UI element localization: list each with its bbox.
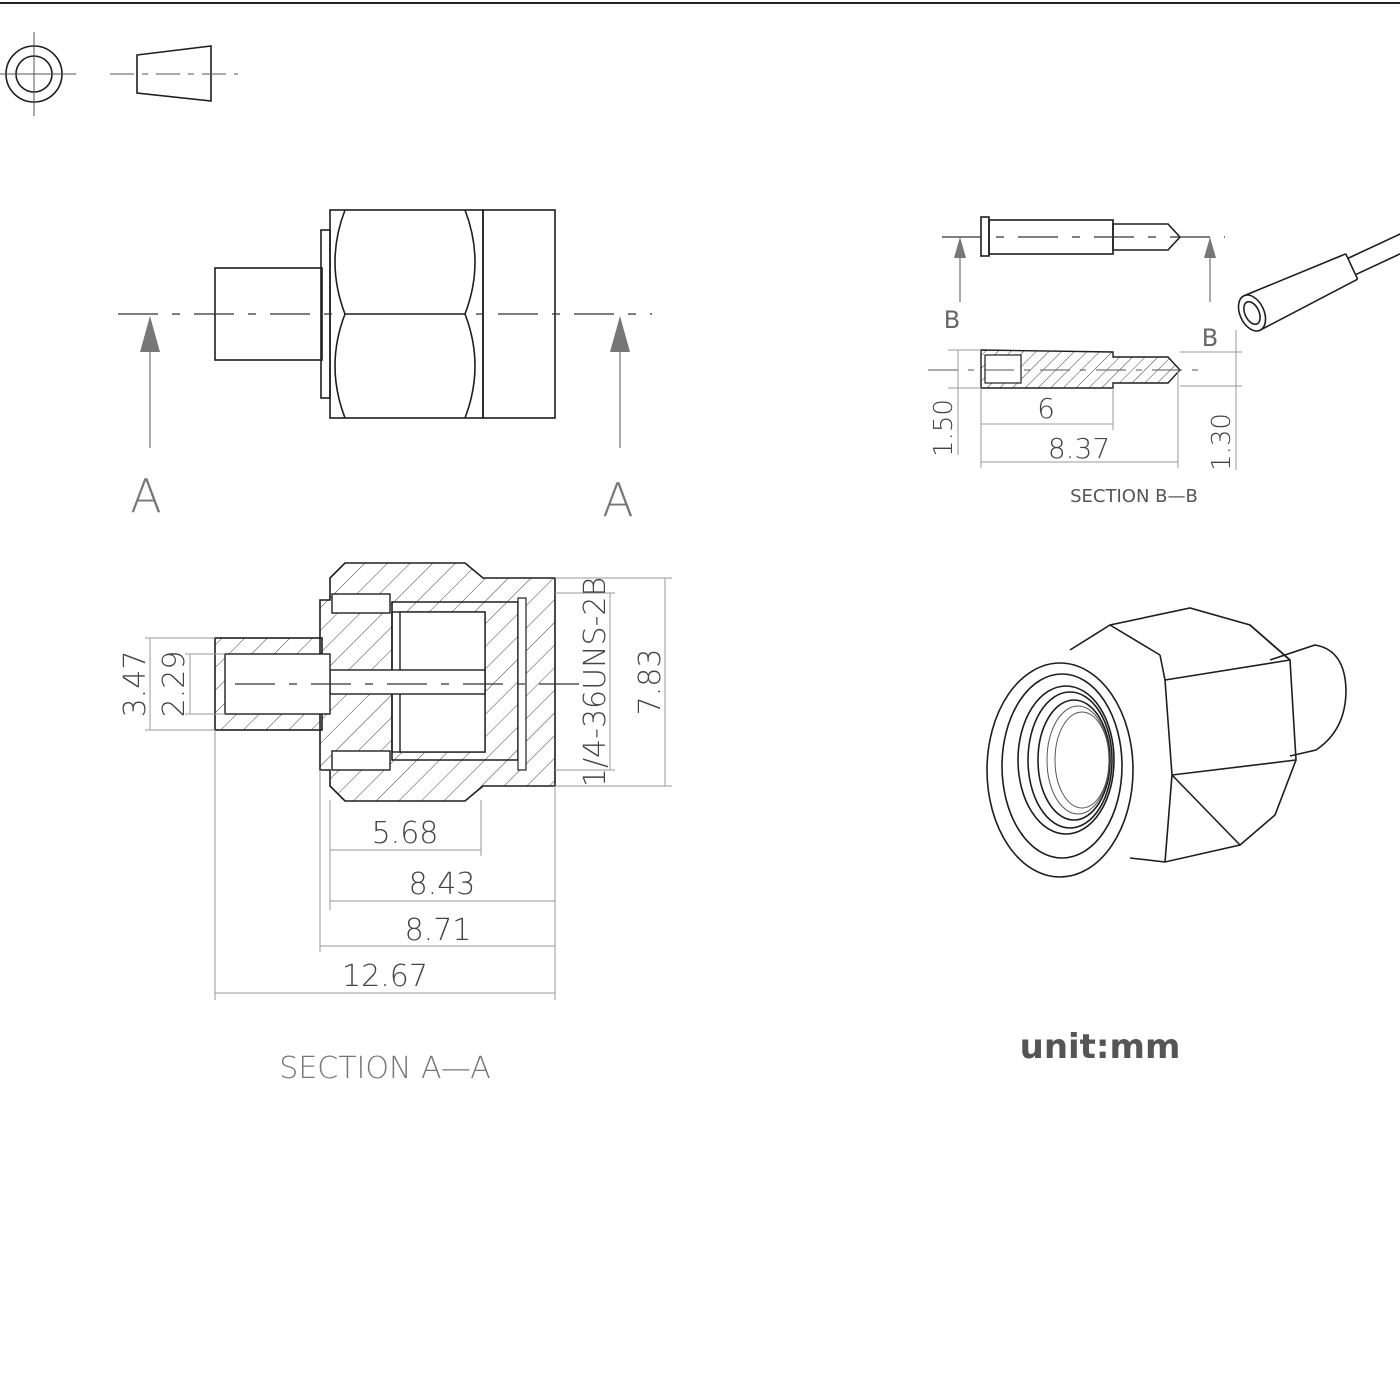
section-aa-title: SECTION A—A xyxy=(279,1051,490,1086)
dim-1-30: 1.30 xyxy=(1207,413,1237,471)
section-bb-title: SECTION B—B xyxy=(1070,486,1198,507)
dim-3-47: 3.47 xyxy=(118,651,153,718)
side-view: A A xyxy=(118,209,652,527)
dim-2-29: 2.29 xyxy=(157,651,192,718)
unit-label: unit:mm xyxy=(1020,1027,1181,1067)
section-mark-b-right: B xyxy=(1202,324,1218,352)
isometric-connector-view: unit:mm xyxy=(986,607,1347,1067)
thread-label: 1/4-36UNS-2B xyxy=(578,577,613,787)
first-angle-projection-icon xyxy=(0,32,238,116)
section-aa-view: 3.47 2.29 7.83 1/4-36UNS-2B 5.68 8.43 8.… xyxy=(118,562,672,1086)
section-mark-a-left: A xyxy=(130,469,161,523)
contact-pin-iso xyxy=(1237,232,1400,332)
dim-8-71: 8.71 xyxy=(405,913,472,948)
dim-7-83: 7.83 xyxy=(633,649,668,716)
section-mark-b-left: B xyxy=(944,306,960,334)
dim-8-37: 8.37 xyxy=(1048,432,1110,465)
dim-12-67: 12.67 xyxy=(342,959,428,994)
section-bb-view: B B 1.50 1.30 6 8.37 SECTION B—B xyxy=(928,216,1400,507)
dim-1-50: 1.50 xyxy=(929,399,959,457)
section-mark-a-right: A xyxy=(602,473,633,527)
dim-6: 6 xyxy=(1037,392,1055,425)
dim-5-68: 5.68 xyxy=(372,816,439,851)
dim-8-43: 8.43 xyxy=(409,867,476,902)
